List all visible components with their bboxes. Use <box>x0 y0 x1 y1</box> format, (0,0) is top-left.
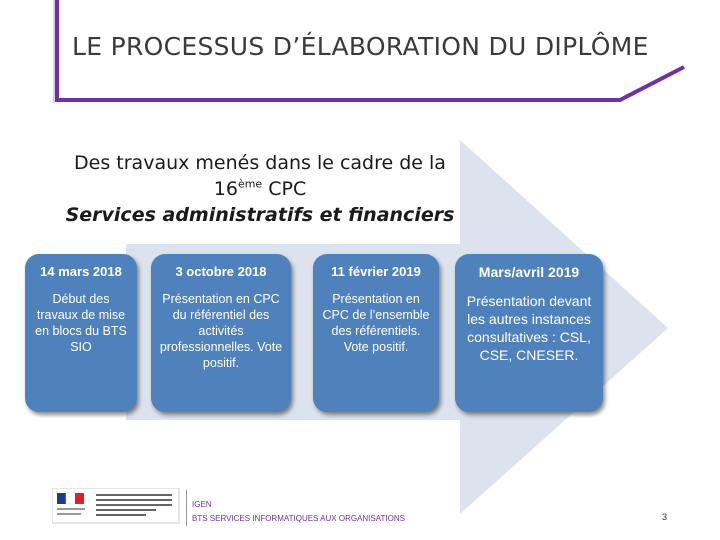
subtitle-cpc-label: CPC <box>262 178 307 200</box>
footer-subtitle: BTS SERVICES INFORMATIQUES AUX ORGANISAT… <box>192 514 405 523</box>
footer-divider <box>186 490 187 526</box>
page-number: 3 <box>662 512 668 522</box>
subtitle-line-2: 16ème CPC <box>60 176 460 202</box>
timeline-step-1: 14 mars 2018 Début des travaux de mise e… <box>25 254 137 412</box>
step-description: Présentation en CPC de l’ensemble des ré… <box>322 292 430 354</box>
subtitle-line-1: Des travaux menés dans le cadre de la <box>74 152 446 174</box>
step-date: 11 février 2019 <box>331 264 421 279</box>
step-description: Présentation en CPC du référentiel des a… <box>159 292 283 370</box>
subtitle: Des travaux menés dans le cadre de la 16… <box>60 150 460 228</box>
ministry-logo <box>52 488 180 524</box>
timeline-step-2: 3 octobre 2018 Présentation en CPC du ré… <box>151 254 291 412</box>
step-description: Début des travaux de mise en blocs du BT… <box>35 292 127 354</box>
step-description: Présentation devant les autres instances… <box>466 293 592 363</box>
subtitle-superscript: ème <box>237 177 263 191</box>
step-date: 14 mars 2018 <box>40 264 122 279</box>
title-frame <box>53 0 685 103</box>
footer-org: IGEN <box>192 500 212 509</box>
subtitle-line-3: Services administratifs et financiers <box>65 204 455 226</box>
step-date: Mars/avril 2019 <box>478 264 580 280</box>
step-date: 3 octobre 2018 <box>175 264 267 279</box>
timeline-step-4: Mars/avril 2019 Présentation devant les … <box>455 254 603 412</box>
timeline-step-3: 11 février 2019 Présentation en CPC de l… <box>313 254 439 412</box>
page-title: LE PROCESSUS D’ÉLABORATION DU DIPLÔME <box>72 32 649 61</box>
subtitle-cpc-number: 16 <box>213 178 238 200</box>
